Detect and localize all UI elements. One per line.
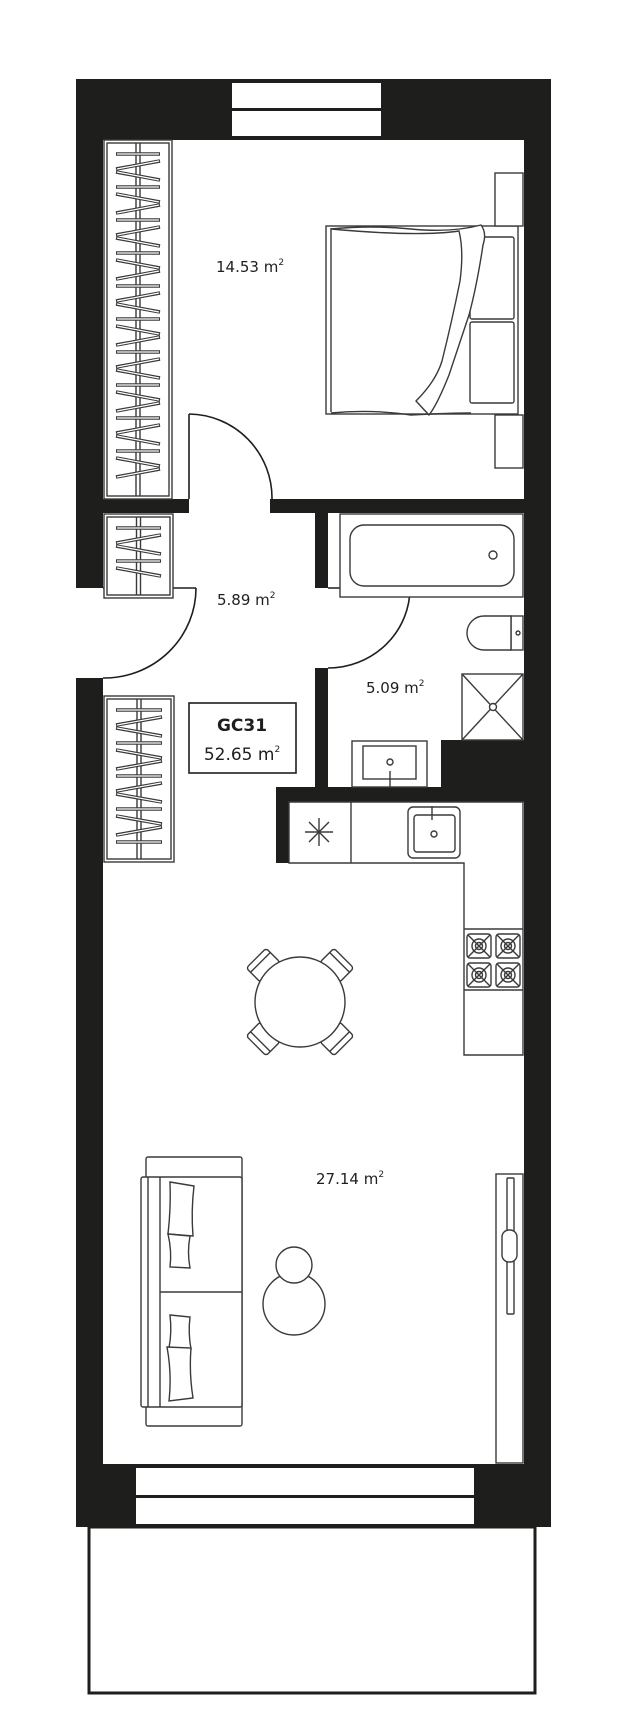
partition-bedroom-right <box>270 499 524 513</box>
bathroom-block <box>441 740 524 787</box>
bathroom-wall-lower <box>315 668 328 787</box>
window-bottom <box>136 1468 474 1524</box>
unit-badge: GC31 52.65 m2 <box>188 702 297 774</box>
bedroom-area-label: 14.53 m2 <box>216 258 284 276</box>
nightstand-top <box>494 172 524 227</box>
fridge-asterisk-icon <box>305 818 333 846</box>
wardrobe <box>103 695 175 863</box>
washbasin <box>351 740 428 788</box>
wall-left-upper <box>76 79 103 588</box>
bathroom-wall-upper <box>315 513 328 588</box>
bathroom-area-label: 5.09 m2 <box>366 679 425 697</box>
bed <box>325 224 519 417</box>
wall-right <box>524 79 551 1527</box>
kitchen-sink <box>407 806 461 859</box>
kitchen-wall-v <box>276 787 289 863</box>
unit-code: GC31 <box>217 716 267 736</box>
entrance-door[interactable] <box>102 587 197 679</box>
pouf <box>262 1246 326 1336</box>
hallway-area-label: 5.89 m2 <box>217 591 276 609</box>
sofa <box>140 1156 243 1427</box>
partition-bedroom-left <box>103 499 189 513</box>
wardrobe-panel-living[interactable] <box>495 1173 524 1464</box>
bedroom-door[interactable] <box>188 413 273 500</box>
wardrobes <box>103 139 175 863</box>
unit-total-area: 52.65 m2 <box>204 745 280 765</box>
burner-icon <box>495 962 521 988</box>
bathtub <box>339 513 524 598</box>
nightstand-bottom <box>494 414 524 469</box>
kitchen-counter <box>288 801 524 1056</box>
window-top <box>232 83 381 136</box>
kitchen-wall-h <box>276 787 524 802</box>
burner-icon <box>495 933 521 959</box>
stove <box>466 933 521 988</box>
dining-table <box>254 956 346 1048</box>
wardrobe <box>103 139 173 500</box>
shower <box>461 673 524 741</box>
bathroom-door[interactable] <box>327 587 411 669</box>
wall-left-lower <box>76 678 103 1527</box>
wardrobe <box>103 513 174 599</box>
toilet <box>466 615 524 651</box>
burner-icon <box>466 962 492 988</box>
dining-table-set <box>246 948 354 1056</box>
burner-icon <box>466 933 492 959</box>
living-area-label: 27.14 m2 <box>316 1170 384 1188</box>
balcony <box>87 1525 537 1695</box>
